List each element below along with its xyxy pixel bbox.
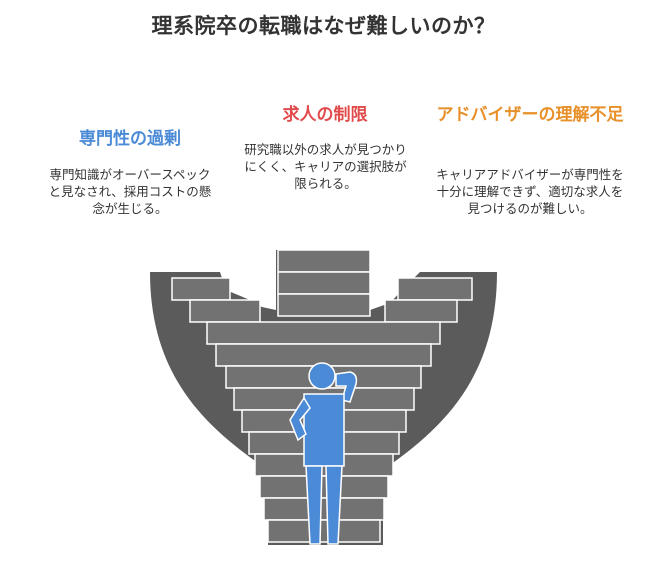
description-limited-jobs: 研究職以外の求人が見つかりにくく、キャリアの選択肢が限られる。 (244, 142, 407, 191)
descending-steps (206, 321, 441, 543)
left-steps (171, 277, 261, 323)
right-steps (384, 277, 473, 323)
description-advisor-misunderstanding: キャリアアドバイザーが専門性を十分に理解できず、適切な求人を見つけるのが難しい。 (436, 167, 624, 216)
heading-limited-jobs: 求人の制限 (282, 105, 368, 125)
description-overqualification: 専門知識がオーバースペックと見なされ、採用コストの懸念が生じる。 (48, 167, 212, 216)
diagram-title: 理系院卒の転職はなぜ難しいのか？ (151, 14, 496, 38)
confused-person-icon (289, 362, 358, 545)
heading-overqualification: 専門性の過剰 (79, 129, 181, 149)
heading-advisor-misunderstanding: アドバイザーの理解不足 (436, 105, 624, 125)
center-tower (277, 249, 371, 317)
